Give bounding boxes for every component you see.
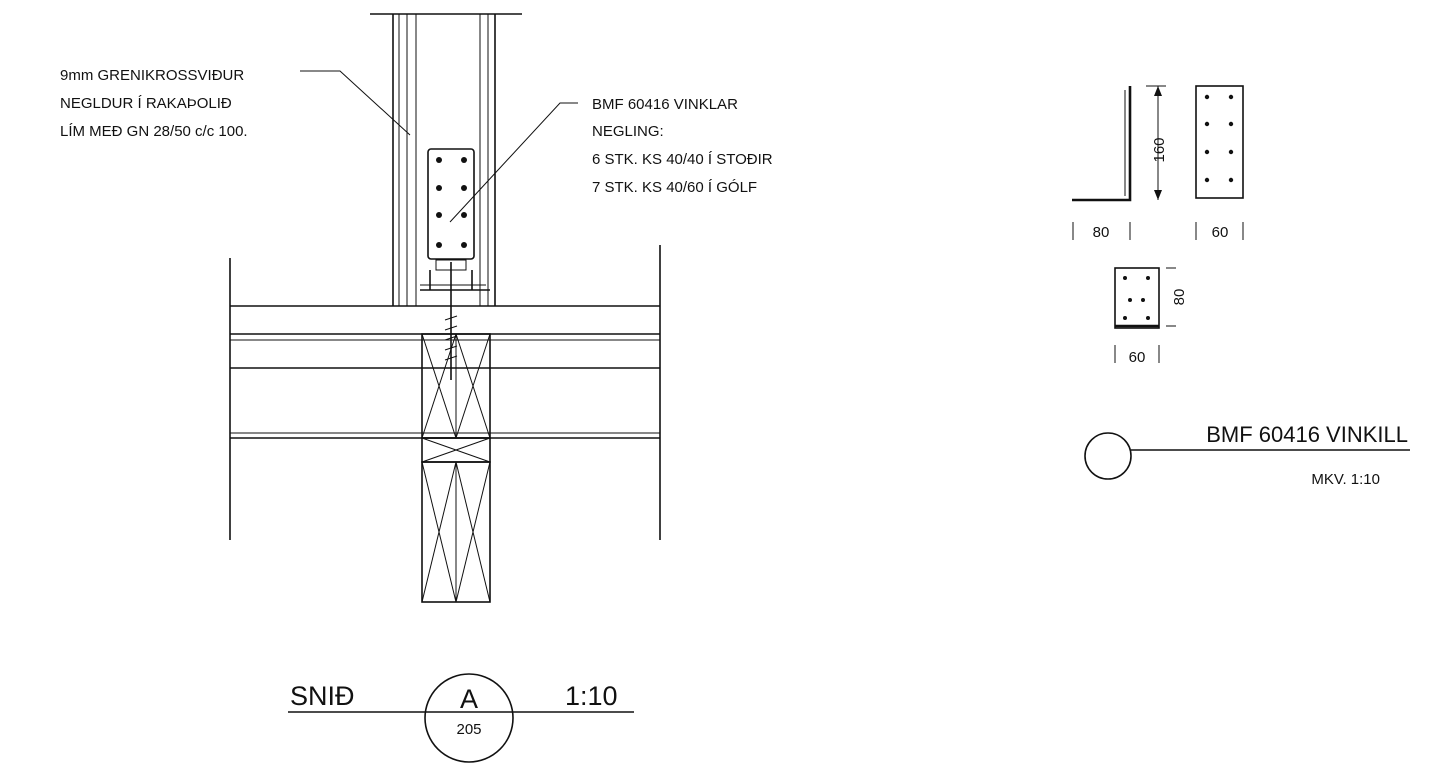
left-note-line2: NEGLDUR Í RAKAÞOLIÐ <box>60 95 232 112</box>
svg-text:60: 60 <box>1212 224 1229 241</box>
detail-bubble <box>1084 432 1132 480</box>
dim-160: 160 <box>1146 85 1168 200</box>
right-leader-line <box>449 102 578 223</box>
dim-80: 80 <box>1072 222 1131 241</box>
section-sheet: 205 <box>456 721 481 738</box>
bracket-elevation <box>420 148 490 291</box>
left-leader-line <box>300 70 411 136</box>
section-letter: A <box>460 684 478 714</box>
left-note-line1: 9mm GRENIKROSSVIÐUR <box>60 67 244 84</box>
l-profile <box>1072 86 1132 202</box>
svg-text:160: 160 <box>1151 137 1168 162</box>
dim-80-small: 80 <box>1166 267 1188 327</box>
wall-column <box>392 14 496 306</box>
right-note: BMF 60416 VINKLAR NEGLING: 6 STK. KS 40/… <box>592 96 773 196</box>
left-note: 9mm GRENIKROSSVIÐUR NEGLDUR Í RAKAÞOLIÐ … <box>60 67 248 140</box>
detail-scale: MKV. 1:10 <box>1311 471 1380 488</box>
svg-text:80: 80 <box>1093 224 1110 241</box>
plate-small <box>1114 267 1160 329</box>
svg-text:80: 80 <box>1171 289 1188 306</box>
section-title: SNIÐ A 205 1:10 <box>288 673 634 763</box>
right-note-line4: 7 STK. KS 40/60 Í GÓLF <box>592 179 757 196</box>
left-note-line3: LÍM MEÐ GN 28/50 c/c 100. <box>60 123 248 140</box>
section-scale: 1:10 <box>565 681 618 711</box>
section-label: SNIÐ <box>290 681 355 711</box>
right-note-line2: NEGLING: <box>592 123 664 140</box>
dim-60-bottom: 60 <box>1114 345 1160 366</box>
right-note-line1: BMF 60416 VINKLAR <box>592 96 738 113</box>
section-drawing <box>229 13 661 603</box>
bracket-detail: 160 80 60 <box>1072 85 1410 488</box>
blocking-studs <box>421 333 491 603</box>
svg-text:60: 60 <box>1129 349 1146 366</box>
right-note-line3: 6 STK. KS 40/40 Í STOÐIR <box>592 151 773 168</box>
dim-60-top: 60 <box>1195 222 1244 241</box>
detail-title: BMF 60416 VINKILL <box>1206 422 1408 447</box>
plate-front <box>1195 85 1244 199</box>
section-bubble <box>424 673 514 763</box>
